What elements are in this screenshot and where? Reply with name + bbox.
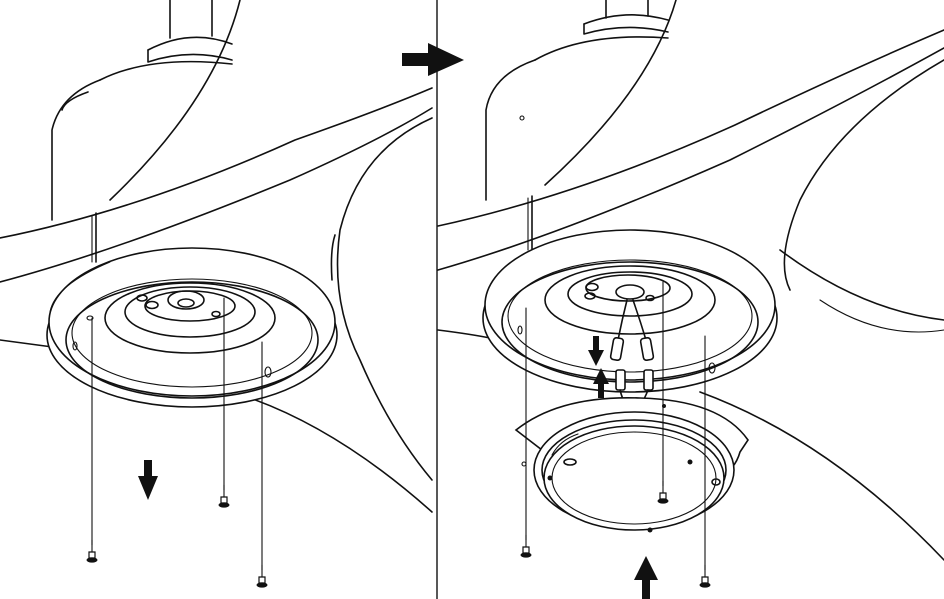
screw-left [519,307,533,559]
panel-left-remove-screws [0,0,433,589]
screw-left [85,317,99,564]
switch-housing-collar [46,247,338,408]
panel-right-connect-light-kit [437,0,944,599]
motor-hub [544,265,716,335]
arrow-down-icon [138,460,158,500]
arrow-right-icon [402,43,464,76]
arrow-up-icon [593,368,609,398]
screw-center [217,297,231,509]
switch-housing-collar [482,229,778,393]
screw-center [656,281,670,505]
arrow-up-icon [634,556,658,599]
motor-housing [51,36,233,221]
fan-blade [437,0,944,561]
light-kit [514,396,749,533]
arrow-down-icon [588,336,604,366]
screw-right [255,341,269,589]
downrod [169,0,213,39]
motor-wire-connectors [609,299,655,362]
screw-right [698,335,712,589]
downrod [605,0,649,19]
fan-blade [0,0,433,513]
motor-hub [104,282,276,354]
motor-housing [485,14,669,201]
